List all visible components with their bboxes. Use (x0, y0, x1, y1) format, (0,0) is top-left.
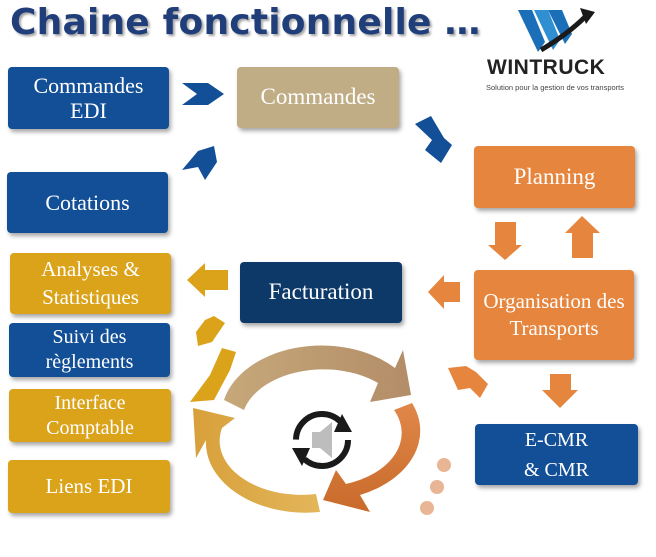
suivi-label: Suivi des règlements (45, 326, 134, 373)
arrow-cycle-to-organisation (448, 366, 488, 398)
commandes-box: Commandes (237, 67, 399, 128)
dot (420, 501, 434, 515)
organisation-label: Organisation des Transports (483, 289, 625, 340)
dot (430, 480, 444, 494)
organisation-box: Organisation des Transports (474, 270, 634, 360)
dot (437, 458, 451, 472)
facturation-label: Facturation (268, 279, 374, 305)
ecmr-box: E-CMR & CMR (475, 424, 638, 485)
arrow-facturation-to-analyses (187, 263, 228, 297)
liens-edi-box: Liens EDI (8, 460, 170, 513)
interface-label: Interface Comptable (46, 391, 134, 439)
page-title: Chaine fonctionnelle … (10, 2, 481, 43)
cotations-box: Cotations (7, 172, 168, 233)
analyses-box: Analyses & Statistiques (10, 253, 171, 314)
ecmr-label-line1: E-CMR (524, 428, 589, 451)
cotations-label: Cotations (45, 189, 130, 215)
analyses-label: Analyses & Statistiques (41, 257, 140, 309)
refresh-icon (292, 411, 352, 469)
arrow-organisation-to-facturation (428, 275, 460, 309)
commandes-edi-label: Commandes EDI (33, 72, 144, 123)
commandes-label: Commandes (260, 84, 376, 110)
ecmr-label-line2: & CMR (523, 458, 590, 481)
arrow-organisation-to-ecmr (542, 374, 578, 408)
logo-wordmark: WINTRUCK (487, 56, 606, 79)
logo-tagline: Solution pour la gestion de vos transpor… (486, 83, 624, 92)
arrow-planning-to-organisation (488, 222, 522, 260)
arrow-cotations-to-commandes (182, 146, 217, 180)
facturation-box: Facturation (240, 262, 402, 323)
cycle-gold-segment (193, 408, 320, 513)
planning-box: Planning (474, 146, 635, 208)
arrow-commandes-to-planning (415, 116, 452, 163)
arrow-to-suivi (196, 316, 225, 346)
arrow-to-interface (190, 348, 236, 402)
cycle-tan-segment (224, 345, 411, 410)
cycle-orange-segment (323, 403, 421, 512)
planning-label: Planning (513, 163, 596, 189)
arrow-edi-to-commandes (182, 83, 224, 105)
suivi-box: Suivi des règlements (9, 323, 170, 377)
arrow-organisation-to-planning (565, 216, 600, 258)
interface-box: Interface Comptable (9, 389, 171, 442)
liens-edi-label: Liens EDI (45, 474, 133, 499)
commandes-edi-box: Commandes EDI (8, 67, 169, 129)
